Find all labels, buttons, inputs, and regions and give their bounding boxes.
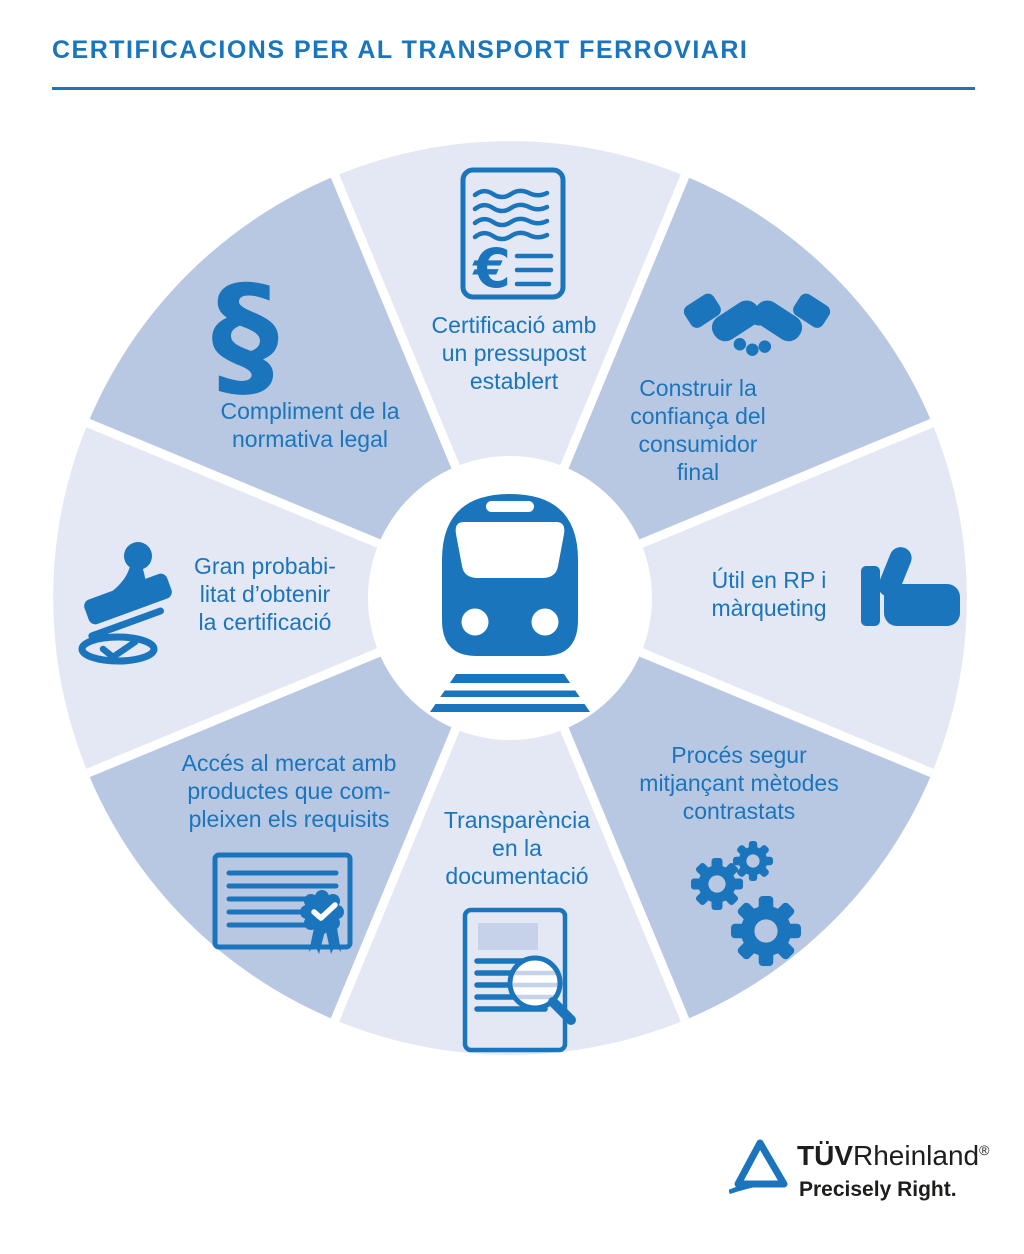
train-icon bbox=[426, 494, 594, 712]
logo-tagline: Precisely Right. bbox=[799, 1178, 957, 1201]
segment-label-certification-likelihood: Gran probabi- litat d’obtenir la certifi… bbox=[194, 553, 336, 635]
wedge-pr-marketing bbox=[510, 423, 967, 773]
document-magnifier-icon bbox=[462, 907, 576, 1053]
wedge-transparency bbox=[335, 598, 685, 1055]
segment-label-budget: Certificació amb un pressupost establert bbox=[431, 312, 597, 394]
gears-icon bbox=[691, 841, 801, 966]
page-title: CERTIFICACIONS PER AL TRANSPORT FERROVIA… bbox=[52, 36, 749, 64]
title-divider bbox=[52, 87, 975, 90]
wedge-secure-process bbox=[510, 598, 932, 1020]
wedge-budget bbox=[335, 141, 685, 598]
segment-label-market-access: Accés al mercat amb productes que com- p… bbox=[181, 750, 397, 832]
thumbs-up-icon bbox=[861, 547, 960, 626]
wedge-certification-likelihood bbox=[53, 423, 510, 773]
logo-brand-bold: TÜV bbox=[797, 1140, 853, 1171]
logo-wordmark: TÜVRheinland® bbox=[797, 1140, 989, 1172]
segment-label-pr-marketing: Útil en RP i màrqueting bbox=[711, 567, 827, 621]
tuv-rheinland-logo: TÜVRheinland® Precisely Right. bbox=[729, 1136, 999, 1216]
registered-mark: ® bbox=[979, 1142, 990, 1158]
euro-document-icon: € bbox=[460, 167, 566, 300]
wedge-legal-compliance bbox=[88, 176, 510, 598]
segment-label-consumer-trust: Construir la confiança del consumidor fi… bbox=[630, 375, 766, 485]
segment-label-secure-process: Procés segur mitjançant mètodes contrast… bbox=[639, 742, 839, 824]
stamp-icon bbox=[78, 542, 172, 665]
certificate-icon bbox=[212, 852, 353, 954]
logo-brand-regular: Rheinland bbox=[853, 1140, 980, 1171]
euro-glyph: € bbox=[471, 237, 511, 300]
paragraph-icon: § bbox=[211, 257, 279, 414]
wedge-market-access bbox=[88, 598, 510, 1020]
tuv-triangle-icon bbox=[729, 1139, 788, 1194]
wedge-consumer-trust bbox=[510, 176, 932, 598]
segment-label-transparency: Transparència en la documentació bbox=[443, 807, 591, 889]
handshake-icon bbox=[683, 293, 831, 356]
segment-label-legal-compliance: Compliment de la normativa legal bbox=[220, 398, 400, 452]
